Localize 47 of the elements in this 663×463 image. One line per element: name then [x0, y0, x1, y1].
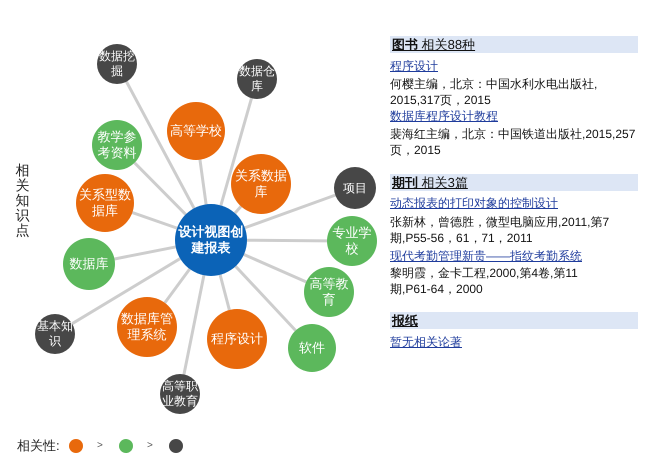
connector-line [71, 257, 181, 325]
section-header: 图书 相关88种 [390, 36, 638, 53]
title-link: 动态报表的打印对象的控制设计 [390, 195, 558, 211]
topic-circle: 高等职业教育 [160, 374, 200, 414]
connector-line [234, 205, 242, 214]
citation-text: 黎明霞，金卡工程,2000,第4卷,第11期,P61-64，2000 [390, 265, 579, 297]
topic-circle: 关系型数据库 [76, 174, 134, 232]
title-link: 程序设计 [390, 58, 438, 74]
topic-circle: 教学参考资料 [92, 120, 142, 170]
connector-line [244, 194, 336, 230]
topic-circle: 基本知识 [35, 314, 75, 354]
topic-circle: 专业学校 [327, 216, 377, 266]
topic-circle: 程序设计 [207, 309, 267, 369]
topic-circle: 高等教育 [304, 267, 354, 317]
connector-line [134, 162, 187, 216]
topic-circle: 数据库管理系统 [117, 297, 177, 357]
topic-circle: 项目 [334, 167, 376, 209]
citation-text: 何樱主编，北京：中国水利水电出版社,2015,317页，2015 [390, 76, 598, 108]
connector-line [114, 245, 176, 260]
greater-than-sign: > [147, 439, 153, 453]
citation-text: 张新林，曾德胜，微型电脑应用,2011,第7期,P55-56，61，71，2011 [390, 214, 610, 246]
connector-line [234, 265, 297, 332]
topic-circle: 数据挖掘 [97, 44, 137, 84]
topic-circle: 高等学校 [167, 102, 225, 160]
topic-circle: 软件 [288, 324, 336, 372]
connector-line [246, 238, 328, 242]
side-label: 相关知识点 [15, 163, 30, 238]
connector-line [125, 80, 196, 209]
topic-circle: 关系数据库 [231, 154, 291, 214]
connector-line [219, 98, 253, 206]
greater-than-sign: > [97, 439, 103, 453]
section-header: 期刊 相关3篇 [390, 174, 638, 191]
title-link: 数据库程序设计教程 [390, 108, 498, 124]
topic-circle: 数据库 [63, 238, 115, 290]
connector-line [198, 160, 208, 205]
connector-line [182, 275, 206, 375]
main-topic-circle: 设计视图创建报表 [175, 204, 247, 276]
title-link: 暂无相关论著 [390, 334, 462, 350]
legend-title: 相关性: [17, 438, 60, 454]
topic-circle: 数据仓库 [237, 59, 277, 99]
section-header: 报纸 [390, 312, 638, 329]
title-link: 现代考勤管理新贵——指纹考勤系统 [390, 248, 582, 264]
connector-line [218, 274, 231, 310]
connector-line [164, 268, 191, 304]
connector-line [243, 253, 307, 284]
connector-line [132, 211, 178, 230]
citation-text: 裴海红主编，北京：中国铁道出版社,2015,257页，2015 [390, 126, 636, 158]
